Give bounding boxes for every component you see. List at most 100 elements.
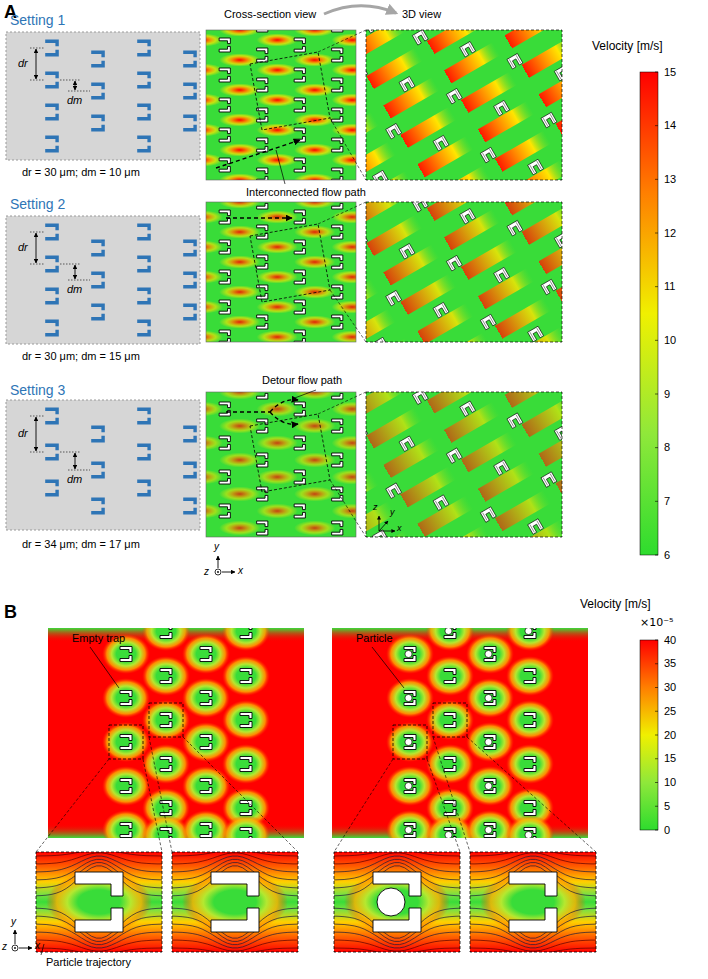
slow-flow bbox=[386, 634, 434, 674]
field-ground bbox=[206, 392, 356, 537]
3d-field bbox=[366, 392, 562, 537]
tick-mark bbox=[655, 758, 658, 759]
annotation: Empty trap bbox=[72, 632, 125, 645]
fast-flow bbox=[257, 33, 298, 46]
cross-section-field bbox=[206, 30, 356, 180]
tick-mark bbox=[655, 711, 658, 712]
post-edge bbox=[483, 316, 494, 328]
post-edge bbox=[462, 210, 473, 222]
fast-flow bbox=[294, 202, 335, 209]
tick-mark bbox=[655, 501, 658, 502]
dimension-spec: dr = 34 μm; dm = 17 μm bbox=[22, 538, 140, 551]
zoom-line bbox=[330, 290, 366, 342]
trap-pillar bbox=[257, 255, 268, 269]
trap-pillar bbox=[257, 78, 268, 92]
fast-flow bbox=[219, 202, 260, 209]
streamline bbox=[334, 948, 460, 952]
slow-flow bbox=[426, 628, 474, 651]
trap-post bbox=[460, 41, 476, 57]
panel-letter: B bbox=[4, 602, 17, 623]
post-edge bbox=[496, 462, 507, 474]
zoom-region bbox=[393, 725, 427, 759]
post-face bbox=[446, 88, 462, 104]
post-face bbox=[541, 112, 557, 128]
post-edge bbox=[435, 497, 446, 509]
trap-pillar bbox=[484, 823, 496, 838]
trap-pillar bbox=[45, 40, 59, 57]
fast-flow bbox=[294, 255, 335, 268]
field-ground bbox=[172, 852, 298, 952]
trap-pillar bbox=[45, 224, 59, 241]
flow-path-arrow bbox=[226, 411, 270, 412]
post-edge bbox=[375, 172, 386, 180]
trap-pillar bbox=[332, 419, 343, 433]
3d-group bbox=[366, 392, 562, 537]
zoom-line bbox=[183, 737, 298, 852]
trap-post bbox=[433, 495, 449, 511]
image-frame bbox=[366, 30, 562, 180]
trap-post bbox=[554, 425, 562, 441]
3d-field bbox=[366, 30, 562, 180]
post-edge bbox=[401, 78, 412, 90]
dimension-spec: dr = 30 μm; dm = 10 μm bbox=[22, 166, 140, 179]
fast-flow bbox=[219, 285, 260, 298]
trap-pillar bbox=[91, 498, 105, 515]
particle bbox=[445, 628, 452, 635]
tick-mark bbox=[655, 555, 658, 556]
flow-band bbox=[366, 462, 562, 537]
trap-pillar bbox=[484, 735, 496, 750]
zoom-line bbox=[330, 480, 366, 537]
slow-flow bbox=[506, 815, 554, 838]
tick-label: 14 bbox=[664, 119, 676, 132]
leader-line bbox=[90, 647, 119, 688]
zoom-line bbox=[330, 118, 366, 180]
fast-flow bbox=[332, 153, 356, 166]
trap-post bbox=[372, 170, 388, 180]
fast-flow bbox=[332, 33, 356, 46]
flow-band bbox=[366, 103, 562, 180]
fast-flow bbox=[257, 123, 298, 136]
post-face bbox=[528, 159, 544, 175]
fast-flow bbox=[332, 470, 356, 485]
fast-flow bbox=[294, 285, 335, 298]
trap-pillar bbox=[332, 315, 343, 329]
axis-arrow bbox=[19, 948, 32, 949]
trap-post bbox=[554, 65, 562, 81]
annotation: Detour flow path bbox=[262, 374, 342, 387]
trap-pillar bbox=[183, 115, 197, 132]
trap-post bbox=[446, 88, 462, 104]
extension-line bbox=[30, 264, 44, 265]
post-face bbox=[460, 401, 476, 417]
colorbar-scale: ×10⁻⁵ bbox=[640, 617, 673, 630]
view-title: 3D view bbox=[402, 8, 441, 21]
post-face bbox=[433, 302, 449, 318]
streamline bbox=[172, 948, 298, 952]
tick-label: 10 bbox=[664, 776, 676, 789]
fast-flow bbox=[257, 63, 298, 76]
post-edge bbox=[388, 485, 399, 497]
slow-flow bbox=[182, 872, 288, 932]
slow-flow bbox=[386, 678, 434, 718]
slow-flow bbox=[466, 678, 514, 718]
trap-pillar bbox=[200, 735, 212, 750]
trap-pillar bbox=[332, 392, 343, 399]
particle bbox=[485, 738, 492, 745]
tick-label: 11 bbox=[664, 280, 675, 293]
trap-pillar bbox=[183, 240, 197, 257]
tick-mark bbox=[655, 830, 658, 831]
extension-line bbox=[30, 416, 44, 417]
trap-pillar bbox=[332, 168, 343, 180]
streamline bbox=[334, 932, 460, 948]
zoom-line bbox=[334, 759, 393, 852]
post-edge bbox=[543, 281, 554, 293]
slow-flow bbox=[480, 872, 586, 932]
axis-origin bbox=[215, 569, 221, 575]
trap-pillar bbox=[183, 272, 197, 289]
tick-mark bbox=[655, 72, 658, 73]
post-face bbox=[366, 30, 381, 33]
zoom-region bbox=[433, 703, 467, 737]
post-edge bbox=[375, 339, 386, 342]
post-face bbox=[433, 495, 449, 511]
tick-label: 25 bbox=[664, 705, 676, 718]
post-face bbox=[460, 41, 476, 57]
